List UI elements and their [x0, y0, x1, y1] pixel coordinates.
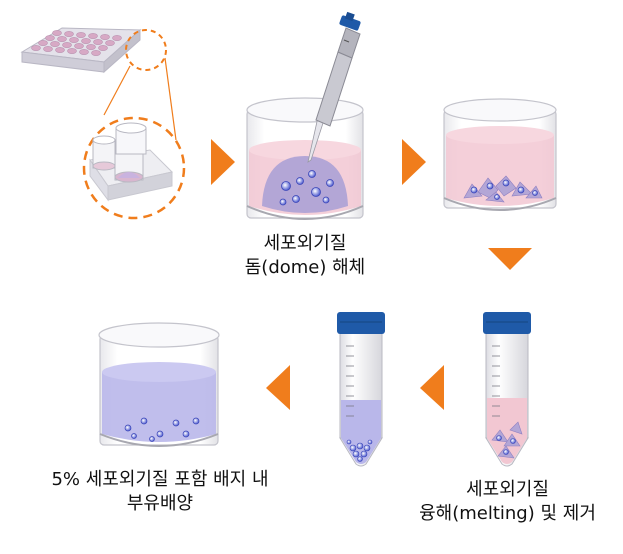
arrow-left-2	[266, 365, 290, 410]
beaker-suspension	[98, 322, 220, 447]
step2-caption: 세포외기질 융해(melting) 및 제거	[400, 478, 615, 526]
tube-pellet	[337, 312, 385, 467]
zoom-highlight-large	[82, 116, 186, 220]
arrow-down	[488, 248, 532, 270]
arrow-right-1	[211, 139, 235, 185]
beaker-fragments	[443, 98, 557, 211]
beaker-dome	[246, 97, 364, 220]
zoom-highlight-small	[125, 29, 167, 71]
step1-caption-line1: 세포외기질	[263, 233, 347, 254]
step3-caption: 5% 세포외기질 포함 배지 내 부유배양	[30, 468, 290, 516]
step1-caption-line2: 돔(dome) 해체	[244, 257, 366, 278]
arrow-right-2	[402, 139, 426, 185]
pipette-icon	[307, 11, 361, 163]
arrow-left-1	[420, 365, 444, 410]
step2-caption-line1: 세포외기질	[466, 479, 549, 500]
step2-caption-line2: 융해(melting) 및 제거	[419, 503, 596, 524]
well-plate	[20, 27, 186, 220]
tube-melting	[483, 312, 531, 467]
step3-caption-line1: 5% 세포외기질 포함 배지 내	[51, 469, 269, 490]
zoomed-wells	[89, 122, 174, 202]
step3-caption-line2: 부유배양	[126, 493, 194, 514]
step1-caption: 세포외기질 돔(dome) 해체	[220, 232, 390, 280]
